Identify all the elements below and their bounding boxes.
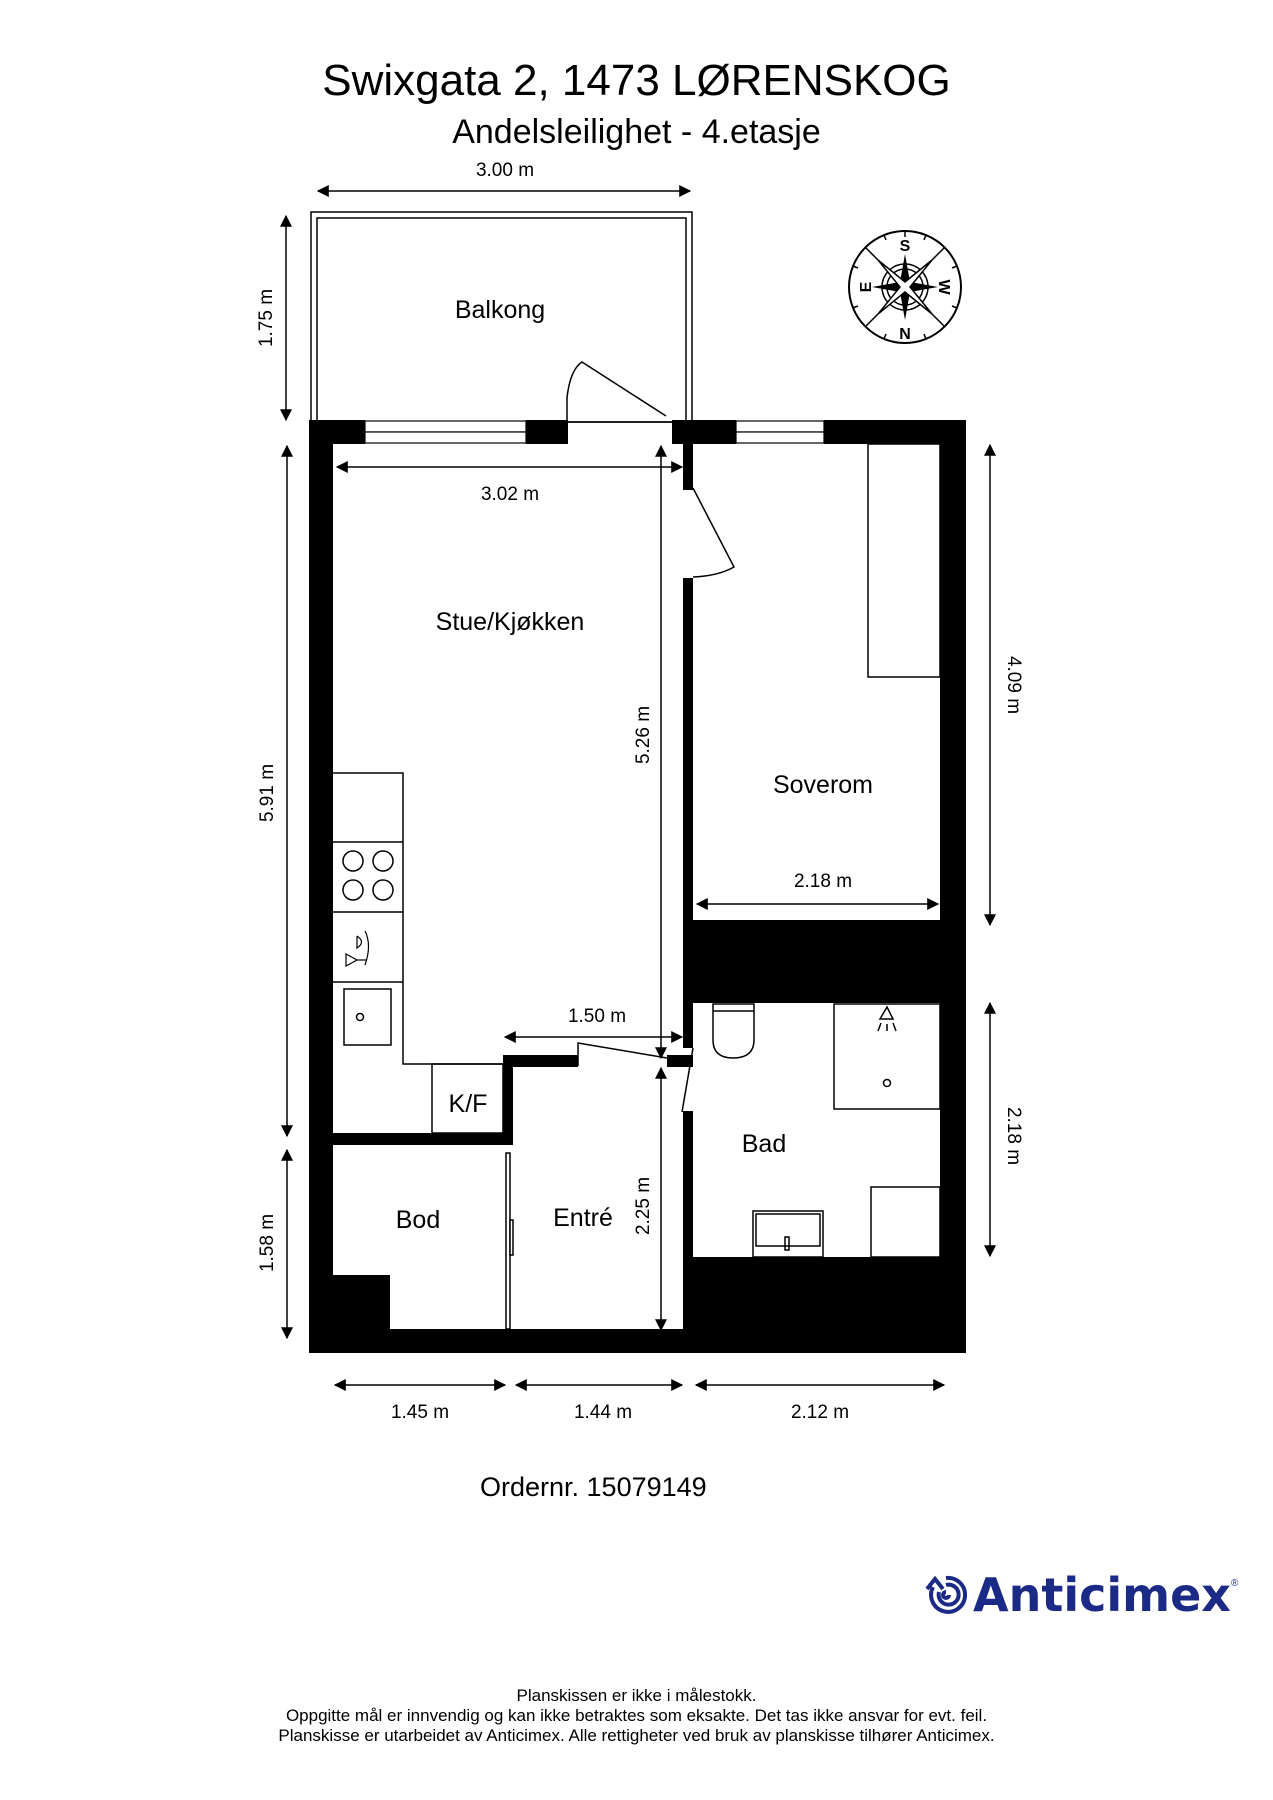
svg-text:W: W — [935, 279, 952, 295]
footer-disclaimer: Planskissen er ikke i målestokk. Oppgitt… — [0, 1686, 1273, 1746]
registered-mark: ® — [1230, 1578, 1239, 1589]
dim-stue-width: 3.02 m — [481, 484, 539, 505]
wardrobe — [867, 443, 941, 678]
room-label-bod: Bod — [396, 1206, 440, 1234]
room-label-soverom: Soverom — [773, 771, 873, 799]
dim-balkong-width: 3.00 m — [476, 160, 534, 181]
dim-bottom-entre: 1.44 m — [574, 1402, 632, 1423]
windows — [364, 420, 825, 444]
dimension-lines — [280, 185, 996, 1391]
washing-machine-space — [870, 1186, 941, 1258]
dim-bad-length: 2.18 m — [1003, 1107, 1024, 1165]
anticimex-logo: Anticimex ® — [925, 1568, 1238, 1622]
kitchen — [333, 772, 504, 1134]
shower-icon — [833, 1003, 941, 1110]
svg-text:N: N — [899, 326, 911, 343]
page-title: Swixgata 2, 1473 LØRENSKOG — [322, 56, 951, 105]
dim-soverom-length: 4.09 m — [1003, 656, 1024, 714]
dim-balkong-depth: 1.75 m — [256, 289, 277, 347]
dim-entre-length: 2.25 m — [633, 1177, 654, 1235]
anticimex-logo-icon — [925, 1575, 967, 1614]
anticimex-logo-text: Anticimex — [973, 1568, 1231, 1622]
dim-bottom-bod: 1.45 m — [391, 1402, 449, 1423]
svg-text:E: E — [858, 281, 875, 292]
room-label-entre: Entré — [553, 1204, 613, 1232]
washbasin-icon — [752, 1210, 824, 1258]
dim-soverom-width: 2.18 m — [794, 871, 852, 892]
walls — [309, 420, 966, 1353]
dim-entre-width-top: 1.50 m — [568, 1006, 626, 1027]
footer-line-3: Planskisse er utarbeidet av Anticimex. A… — [278, 1726, 995, 1745]
svg-text:S: S — [900, 238, 911, 255]
room-label-balkong: Balkong — [455, 296, 545, 324]
room-label-stue-kjokken: Stue/Kjøkken — [436, 608, 585, 636]
dim-stue-length: 5.26 m — [633, 706, 654, 764]
sink-icon — [343, 988, 392, 1046]
room-label-kf: K/F — [449, 1090, 488, 1118]
footer-line-1: Planskissen er ikke i målestokk. — [516, 1686, 757, 1705]
toilet-icon — [712, 1003, 755, 1059]
page-subtitle: Andelsleilighet - 4.etasje — [452, 113, 821, 151]
bathroom-fixtures — [712, 1003, 941, 1258]
compass-icon: S N E W — [848, 230, 962, 344]
stove-icon — [342, 850, 394, 901]
dishwasher-icon — [345, 930, 370, 968]
dim-left-bod: 1.58 m — [257, 1214, 278, 1272]
room-label-bad: Bad — [742, 1130, 786, 1158]
dim-bottom-bad: 2.12 m — [791, 1402, 849, 1423]
footer-line-2: Oppgitte mål er innvendig og kan ikke be… — [285, 1706, 988, 1725]
order-number: Ordernr. 15079149 — [480, 1472, 707, 1502]
doors — [505, 487, 735, 1330]
dim-left-total: 5.91 m — [257, 764, 278, 822]
